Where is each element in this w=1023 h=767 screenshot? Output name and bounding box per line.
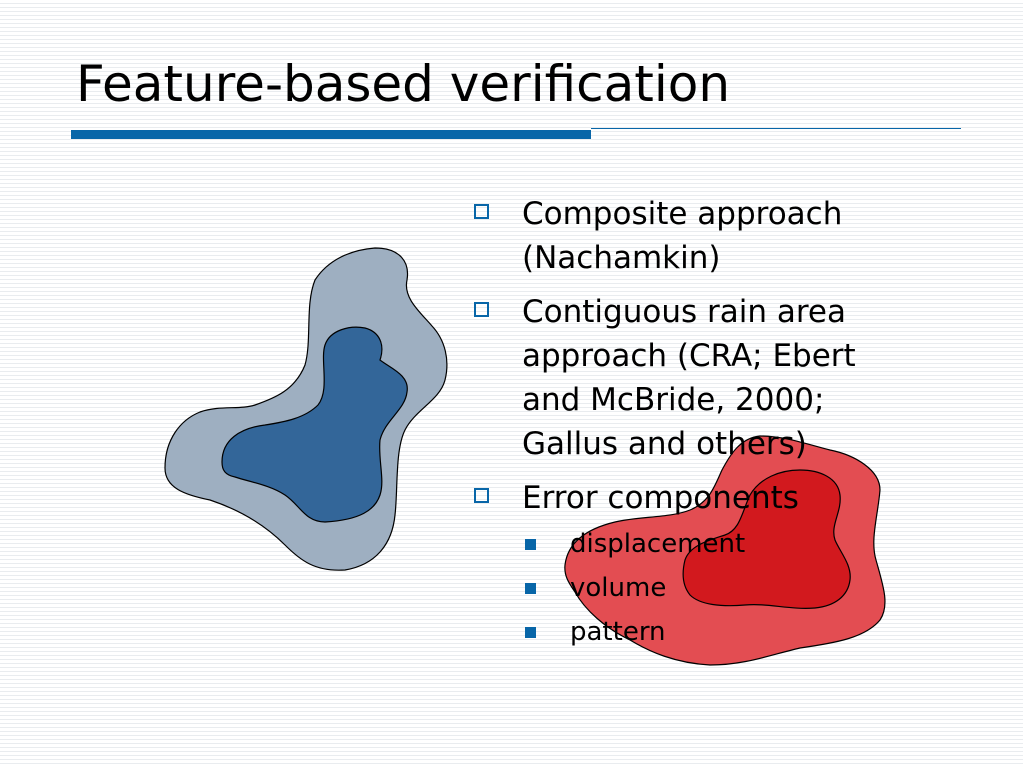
- blue-inner-blob: [221, 326, 408, 523]
- sub-bullet-label: pattern: [570, 617, 666, 647]
- sub-bullet-displacement: displacement: [522, 522, 960, 566]
- bullet-line: approach (CRA; Ebert: [522, 338, 856, 374]
- title-underline-thin: [591, 128, 961, 129]
- bullet-line: Composite approach: [522, 196, 843, 232]
- bullet-line: (Nachamkin): [522, 240, 721, 276]
- hollow-square-bullet-icon: [474, 488, 489, 503]
- sub-bullet-volume: volume: [522, 566, 960, 610]
- title-underline-thick: [71, 130, 591, 139]
- sub-bullet-label: displacement: [570, 529, 746, 559]
- filled-square-bullet-icon: [525, 539, 536, 550]
- bullet-list: Composite approach (Nachamkin) Contiguou…: [470, 192, 960, 664]
- bullet-error-components: Error components displacement volume pat…: [470, 476, 960, 654]
- filled-square-bullet-icon: [525, 583, 536, 594]
- slide-title: Feature-based verification: [76, 55, 731, 113]
- bullet-contiguous-rain-area: Contiguous rain area approach (CRA; Eber…: [470, 290, 960, 466]
- hollow-square-bullet-icon: [474, 204, 489, 219]
- bullet-line: Contiguous rain area: [522, 294, 846, 330]
- filled-square-bullet-icon: [525, 627, 536, 638]
- sub-bullet-label: volume: [570, 573, 667, 603]
- bullet-line: Gallus and others): [522, 426, 807, 462]
- bullet-line: and McBride, 2000;: [522, 382, 825, 418]
- bullet-composite-approach: Composite approach (Nachamkin): [470, 192, 960, 280]
- bullet-line: Error components: [522, 480, 799, 516]
- hollow-square-bullet-icon: [474, 302, 489, 317]
- sub-bullet-list: displacement volume pattern: [522, 522, 960, 654]
- sub-bullet-pattern: pattern: [522, 610, 960, 654]
- red-inner-blob: [682, 469, 851, 609]
- blue-outer-blob: [164, 247, 448, 571]
